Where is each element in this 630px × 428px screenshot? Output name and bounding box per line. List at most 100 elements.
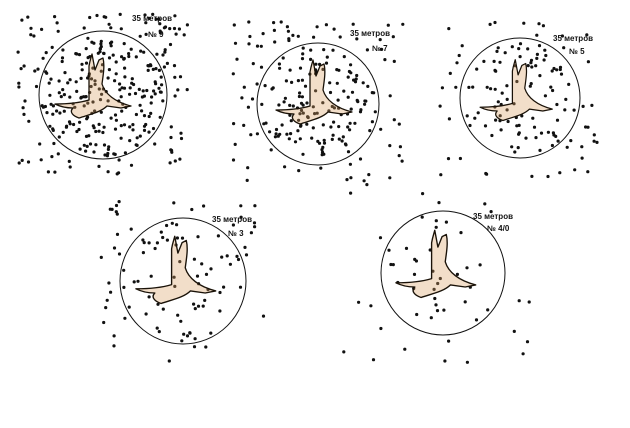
pellet-dot-icon — [328, 81, 332, 85]
pellet-dot-icon — [584, 125, 588, 129]
pellet-dot-icon — [293, 140, 298, 144]
pellet-dot-icon — [463, 300, 467, 304]
pellet-dot-icon — [77, 53, 82, 57]
pellet-dot-icon — [106, 99, 110, 103]
pellet-dot-icon — [483, 124, 488, 128]
pellet-dot-icon — [220, 255, 224, 259]
pellet-dot-icon — [286, 29, 290, 33]
pellet-dot-icon — [493, 20, 497, 25]
pellet-dot-icon — [340, 139, 344, 143]
pellet-dot-icon — [140, 109, 144, 113]
pellet-dot-icon — [259, 65, 264, 69]
target-ring — [380, 210, 506, 336]
pellet-dot-icon — [273, 135, 277, 139]
pellet-dot-icon — [378, 236, 383, 240]
pellet-dot-icon — [127, 54, 131, 59]
pellet-dot-icon — [146, 68, 150, 72]
pellet-dot-icon — [159, 75, 163, 79]
pellet-dot-icon — [161, 99, 165, 103]
pellet-dot-icon — [325, 55, 329, 59]
pellet-dot-icon — [79, 96, 83, 100]
pellet-dot-icon — [296, 79, 300, 83]
pellet-dot-icon — [20, 18, 24, 22]
pellet-dot-icon — [291, 33, 295, 38]
pellet-dot-icon — [80, 68, 84, 72]
pellet-dot-icon — [45, 71, 49, 75]
pellet-dot-icon — [489, 87, 493, 91]
pellet-dot-icon — [549, 85, 553, 89]
pellet-dot-icon — [473, 116, 477, 120]
pellet-dot-icon — [283, 165, 287, 169]
pellet-dot-icon — [79, 76, 83, 80]
pellet-dot-icon — [581, 104, 585, 108]
pellet-dot-icon — [119, 95, 123, 99]
pellet-dot-icon — [58, 111, 62, 115]
pellet-dot-icon — [298, 66, 303, 70]
pellet-dot-icon — [141, 238, 145, 242]
pellet-dot-icon — [231, 158, 236, 162]
pellet-dot-icon — [347, 69, 351, 74]
pellet-dot-icon — [353, 80, 358, 84]
pellet-dot-icon — [518, 42, 523, 46]
pellet-dot-icon — [92, 126, 96, 130]
pellet-dot-icon — [56, 29, 60, 33]
pellet-dot-icon — [108, 41, 113, 45]
pellet-dot-icon — [320, 148, 324, 152]
pellet-dot-icon — [492, 59, 496, 64]
pellet-dot-icon — [558, 171, 562, 175]
pellet-dot-icon — [147, 130, 151, 134]
pellet-dot-icon — [332, 120, 336, 124]
pellet-dot-icon — [104, 306, 108, 310]
pellet-dot-icon — [225, 254, 229, 258]
pellet-dot-icon — [446, 157, 451, 161]
pellet-dot-icon — [106, 147, 110, 151]
pellet-dot-icon — [301, 152, 305, 156]
pellet-dot-icon — [555, 68, 559, 72]
pellet-dot-icon — [158, 22, 162, 26]
pellet-dot-icon — [102, 125, 106, 129]
pellet-dot-icon — [341, 135, 345, 139]
pellet-dot-icon — [412, 272, 417, 276]
pellet-dot-icon — [429, 316, 433, 320]
pellet-dot-icon — [49, 77, 53, 81]
pellet-dot-icon — [233, 142, 237, 146]
pellet-dot-icon — [433, 296, 437, 301]
pellet-dot-icon — [253, 204, 257, 208]
pellet-dot-icon — [273, 40, 277, 44]
pellet-dot-icon — [172, 201, 176, 205]
pellet-dot-icon — [80, 62, 84, 66]
pellet-dot-icon — [348, 121, 352, 125]
pellet-dot-icon — [94, 129, 98, 134]
pellet-dot-icon — [46, 170, 51, 174]
pellet-dot-icon — [465, 114, 469, 118]
pellet-dot-icon — [99, 110, 103, 114]
pellet-dot-icon — [162, 26, 166, 30]
pellet-dot-icon — [503, 51, 507, 55]
pellet-dot-icon — [261, 314, 266, 318]
pellet-dot-icon — [36, 67, 40, 71]
pellet-dot-icon — [529, 58, 534, 62]
flying-goose-silhouette-icon — [395, 229, 477, 299]
pellet-dot-icon — [120, 86, 124, 90]
pellet-dot-icon — [144, 21, 148, 25]
target-4-0: 35 метров № 4/0 — [342, 191, 531, 364]
pellet-dot-icon — [283, 96, 287, 100]
pellet-dot-icon — [316, 139, 320, 143]
pellet-dot-icon — [204, 272, 209, 276]
pellet-dot-icon — [128, 92, 132, 96]
pellet-dot-icon — [379, 127, 383, 131]
pellet-dot-icon — [297, 169, 301, 173]
pellet-dot-icon — [488, 22, 492, 26]
pellet-dot-icon — [363, 102, 367, 106]
pellet-dot-icon — [342, 89, 346, 93]
pellet-dot-icon — [134, 55, 138, 59]
pellet-dot-icon — [447, 27, 451, 31]
pellet-dot-icon — [276, 134, 280, 138]
pellet-dot-icon — [123, 316, 127, 320]
pellet-dot-icon — [233, 41, 238, 45]
pellet-dot-icon — [154, 82, 158, 86]
pellet-dot-icon — [281, 56, 285, 60]
pellet-dot-icon — [299, 124, 303, 128]
pellet-dot-icon — [48, 93, 52, 97]
pellet-dot-icon — [53, 170, 57, 174]
